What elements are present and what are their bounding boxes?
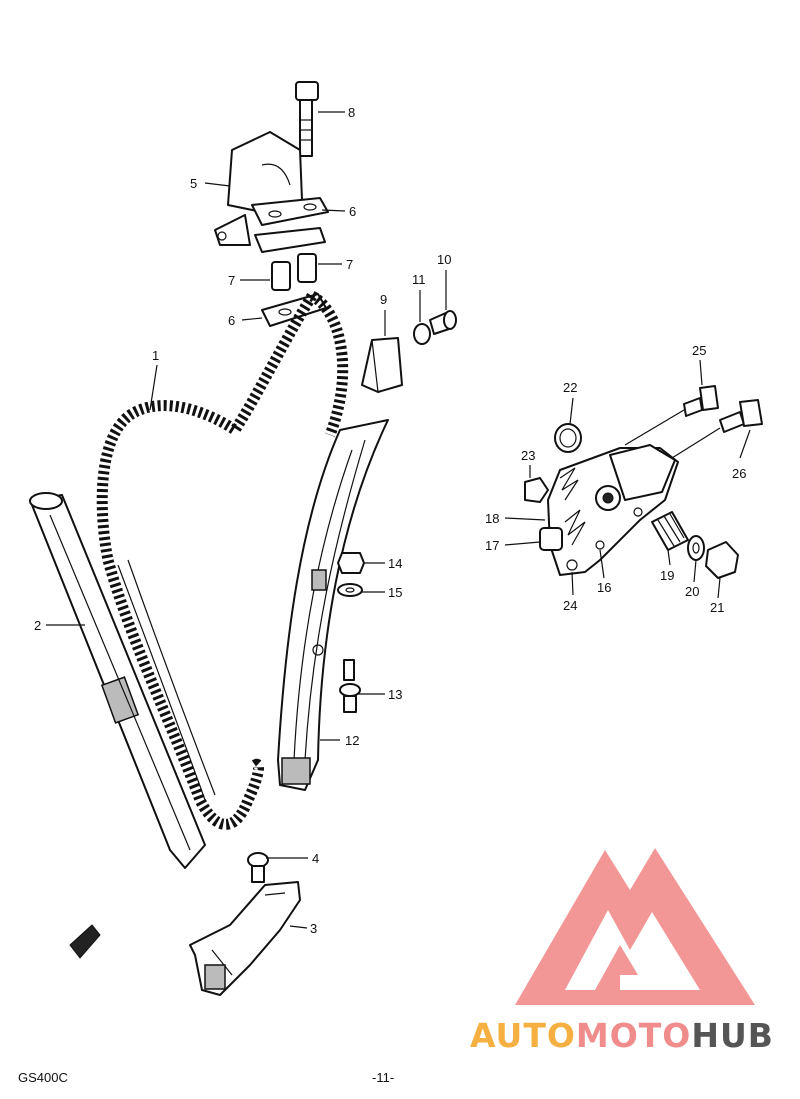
part-4-bolt — [247, 852, 269, 883]
part-10-screw — [429, 310, 457, 335]
part-3-lower-guide — [189, 881, 301, 996]
label-22: 22 — [563, 380, 577, 395]
watermark-hub: HUB — [691, 1016, 774, 1055]
label-4: 4 — [312, 851, 319, 866]
label-6b: 6 — [228, 313, 235, 328]
part-6-plate-upper — [251, 197, 329, 253]
label-13: 13 — [388, 687, 402, 702]
part-11-washer — [413, 323, 431, 345]
label-23: 23 — [521, 448, 535, 463]
label-2: 2 — [34, 618, 41, 633]
watermark-text: AUTOMOTOHUB — [470, 1016, 774, 1055]
part-13-pivot-bolt — [339, 659, 361, 713]
label-6a: 6 — [349, 204, 356, 219]
label-3: 3 — [310, 921, 317, 936]
tensioner-assembly — [524, 385, 763, 579]
label-15: 15 — [388, 585, 402, 600]
label-1: 1 — [152, 348, 159, 363]
label-9: 9 — [380, 292, 387, 307]
part-9-rubber-damper — [361, 337, 403, 393]
label-5: 5 — [190, 176, 197, 191]
automotohub-watermark-logo: AUTOMOTOHUB — [470, 840, 796, 1056]
part-15-washer — [337, 583, 363, 597]
label-7b: 7 — [346, 257, 353, 272]
label-18: 18 — [485, 511, 499, 526]
part-8-bolt — [295, 81, 319, 157]
watermark-moto: MOTO — [575, 1016, 692, 1055]
label-17: 17 — [485, 538, 499, 553]
label-8: 8 — [348, 105, 355, 120]
front-arrow-icon — [69, 924, 101, 959]
watermark-auto: AUTO — [470, 1016, 576, 1055]
label-7a: 7 — [228, 273, 235, 288]
triangle-logo-icon — [515, 848, 755, 1005]
leader-lines — [46, 111, 751, 929]
callout-labels: 1 2 3 4 5 6 6 7 7 8 9 10 11 12 13 14 15 … — [34, 105, 746, 936]
label-14: 14 — [388, 556, 402, 571]
label-16: 16 — [597, 580, 611, 595]
part-5-upper-guide — [214, 131, 303, 246]
label-26: 26 — [732, 466, 746, 481]
part-12-tensioner-blade — [277, 419, 389, 791]
label-11: 11 — [412, 272, 426, 287]
part-7-spacers — [271, 253, 317, 291]
footer-model-code: GS400C — [18, 1070, 68, 1085]
label-19: 19 — [660, 568, 674, 583]
footer-page-number: -11- — [372, 1070, 395, 1085]
part-14-nut — [337, 552, 365, 574]
label-12: 12 — [345, 733, 359, 748]
label-24: 24 — [563, 598, 577, 613]
part-2-chain-guide-rear — [29, 492, 206, 869]
label-10: 10 — [437, 252, 451, 267]
label-25: 25 — [692, 343, 706, 358]
part-1-cam-chain — [96, 291, 349, 830]
label-20: 20 — [685, 584, 699, 599]
label-21: 21 — [710, 600, 724, 615]
